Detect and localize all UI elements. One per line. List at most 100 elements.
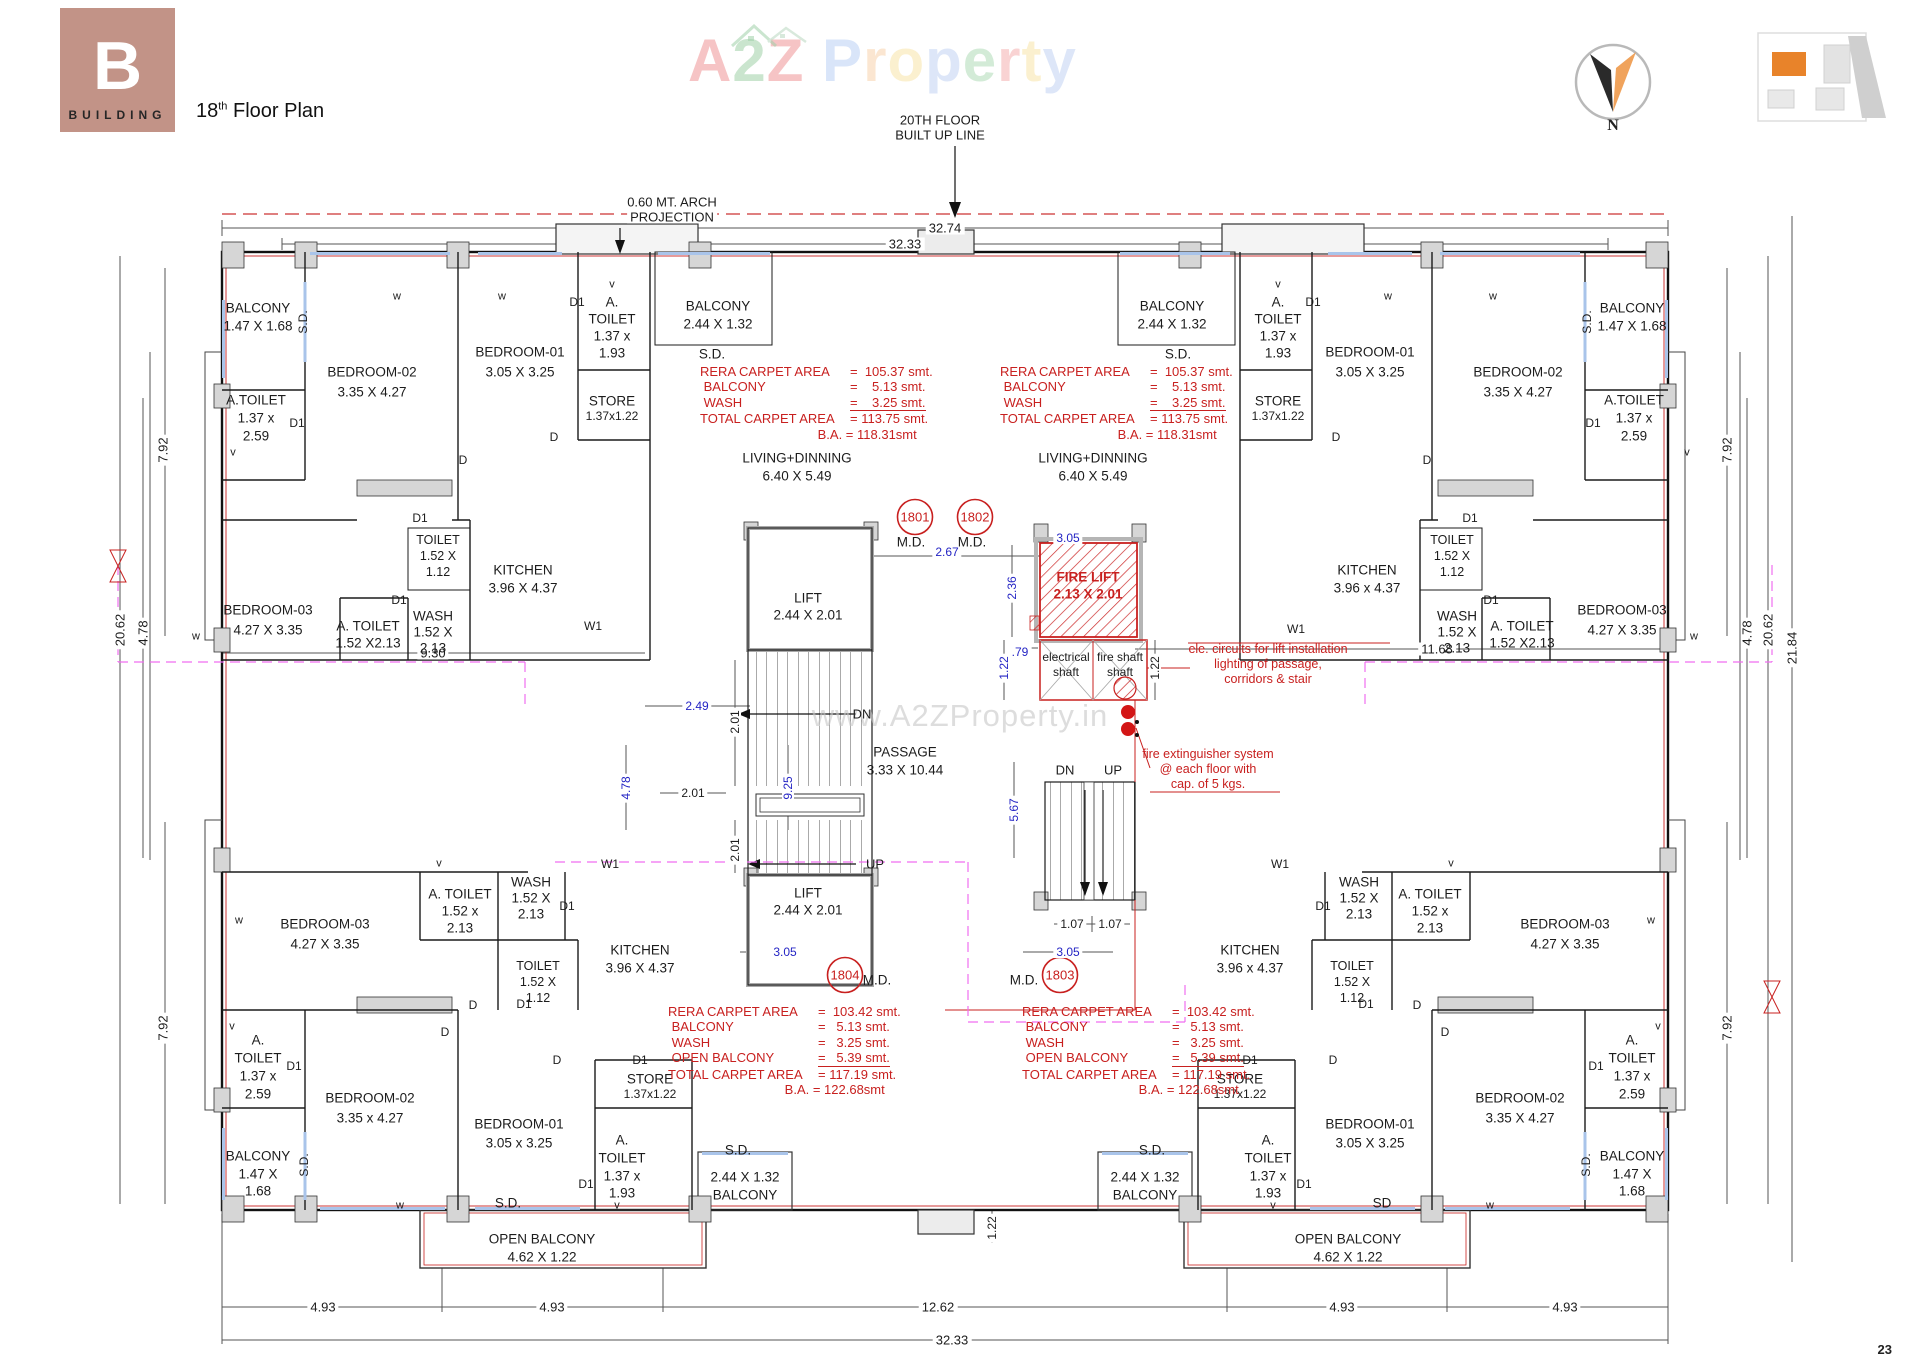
plan-label: 2.44 X 2.01 xyxy=(773,607,843,623)
watermark-letter: A xyxy=(688,27,733,94)
plan-label: D1 xyxy=(391,593,407,607)
plan-label: 1.37 x xyxy=(1615,410,1653,426)
plan-label: 1.52 x xyxy=(441,903,479,919)
rera-row-value: = 5.13 smt. xyxy=(1150,379,1226,395)
plan-label: 1.12 xyxy=(1439,564,1465,579)
plan-label: 1.22 xyxy=(1148,653,1162,683)
plan-label: 4.27 X 3.35 xyxy=(1587,622,1657,638)
plan-label: D1 xyxy=(1315,899,1331,913)
plan-label: D xyxy=(440,1025,450,1039)
plan-label: KITCHEN xyxy=(610,942,670,958)
page-title-number: 18 xyxy=(196,100,219,122)
plan-label: TOILET xyxy=(516,958,560,973)
plan-label: v xyxy=(1270,1199,1276,1212)
plan-label: 1.07 xyxy=(1057,918,1087,930)
plan-label: 2.36 xyxy=(1005,573,1019,603)
rera-row-value: = 5.13 smt. xyxy=(1172,1019,1244,1035)
rera-row-value: = 105.37 smt. xyxy=(1150,364,1233,379)
plan-label: w xyxy=(1647,914,1655,927)
plan-label: A. TOILET xyxy=(336,618,400,634)
rera-row-value: = 5.39 smt. xyxy=(1172,1050,1244,1067)
plan-label: 3.35 X 4.27 xyxy=(1483,384,1553,400)
plan-label: 2.13 xyxy=(1345,906,1373,922)
building-badge: B BUILDING xyxy=(60,8,175,132)
plan-label: UP xyxy=(865,856,885,872)
rera-builtup-value: B.A. = 118.31smt xyxy=(1117,426,1217,442)
plan-label: 1.52 X2.13 xyxy=(1489,635,1555,651)
plan-label: A. xyxy=(605,294,619,310)
plan-label: DN xyxy=(1055,762,1075,778)
plan-label: BALCONY xyxy=(712,1187,778,1203)
watermark-letter: o xyxy=(887,27,926,94)
plan-label: LIFT xyxy=(794,885,822,901)
plan-label: D1 xyxy=(559,899,575,913)
plan-label: w xyxy=(235,914,243,927)
plan-label: 4.93 xyxy=(1326,1300,1358,1314)
rera-row-label: OPEN BALCONY xyxy=(1022,1050,1129,1066)
plan-label: 20.62 xyxy=(1761,610,1776,650)
plan-label: 2.44 X 1.32 xyxy=(710,1169,780,1185)
rera-row-value: = 3.25 smt. xyxy=(818,1034,890,1050)
plan-label: v xyxy=(614,1199,620,1212)
plan-label: fire extinguisher system xyxy=(1142,746,1274,761)
plan-label: M.D. xyxy=(896,534,926,550)
rera-row-value: = 103.42 smt. xyxy=(818,1004,901,1019)
plan-label: 2.49 xyxy=(682,700,712,712)
watermark-house-icon xyxy=(730,23,807,48)
plan-label: D1 xyxy=(578,1177,594,1191)
plan-label: D xyxy=(1331,430,1341,444)
plan-label: D xyxy=(552,1053,562,1067)
plan-label: 1.37 x xyxy=(1249,1168,1287,1184)
plan-label: 2.44 X 2.01 xyxy=(773,902,843,918)
plan-label: 4.93 xyxy=(1549,1300,1581,1314)
watermark-letter: e xyxy=(962,27,998,94)
plan-label: 11.68 xyxy=(1418,642,1456,656)
plan-label: KITCHEN xyxy=(1220,942,1280,958)
plan-label: 9.25 xyxy=(781,773,795,803)
plan-label: TOILET xyxy=(1430,532,1474,547)
plan-label: 2.13 xyxy=(446,920,474,936)
rera-row-label: BALCONY xyxy=(700,379,766,395)
plan-label: lighting of passage, xyxy=(1214,656,1322,671)
plan-label: BALCONY xyxy=(225,1148,291,1164)
plan-label: 9.30 xyxy=(417,646,449,660)
plan-label: S.D. xyxy=(1579,1153,1593,1177)
plan-label: v xyxy=(609,278,615,291)
plan-label: 1.93 xyxy=(598,345,626,361)
plan-label: TOILET xyxy=(598,1150,646,1166)
plan-label: BEDROOM-03 xyxy=(223,602,313,618)
plan-label: SD xyxy=(1372,1195,1392,1211)
plan-label: 1.52 x xyxy=(1411,903,1449,919)
plan-label: 2.01 xyxy=(728,835,742,865)
plan-label: 3.05 xyxy=(1053,532,1083,544)
plan-label: TOILET xyxy=(1254,311,1302,327)
plan-label: FIRE LIFT xyxy=(1056,569,1120,585)
plan-label: 32.74 xyxy=(925,221,965,235)
plan-label: 3.35 X 4.27 xyxy=(1485,1110,1555,1126)
plan-label: BEDROOM-02 xyxy=(327,364,417,380)
plan-label: TOILET xyxy=(416,532,460,547)
plan-label: D1 xyxy=(569,295,585,309)
rera-row-value: = 5.13 smt. xyxy=(850,379,926,395)
rera-row-label: RERA CARPET AREA xyxy=(1000,364,1130,379)
plan-label: w xyxy=(1486,1199,1494,1212)
plan-label: w xyxy=(393,290,401,303)
plan-label: 1.37x1.22 xyxy=(1251,409,1305,423)
plan-label: v xyxy=(1684,446,1690,459)
rera-row-value: = 103.42 smt. xyxy=(1172,1004,1255,1019)
plan-label: w xyxy=(1690,630,1698,643)
rera-row-value: = 3.25 smt. xyxy=(850,394,926,412)
page-title-ordinal: th xyxy=(218,100,228,113)
plan-label: 4.78 xyxy=(619,773,633,803)
plan-label: S.D. xyxy=(296,310,310,334)
plan-label: 1.07 xyxy=(1095,918,1125,930)
plan-label: 3.05 X 3.25 xyxy=(1335,1135,1405,1151)
plan-label: 2.44 X 1.32 xyxy=(1137,316,1207,332)
plan-label: BEDROOM-02 xyxy=(1473,364,1563,380)
plan-label: S.D. xyxy=(1580,310,1594,334)
plan-label: 2.13 xyxy=(1416,920,1444,936)
plan-label: 1.52 X xyxy=(1333,974,1371,989)
plan-label: 1.37 x xyxy=(1259,328,1297,344)
rera-area-table: RERA CARPET AREA= 103.42 smt. BALCONY= 5… xyxy=(1022,1004,1255,1097)
